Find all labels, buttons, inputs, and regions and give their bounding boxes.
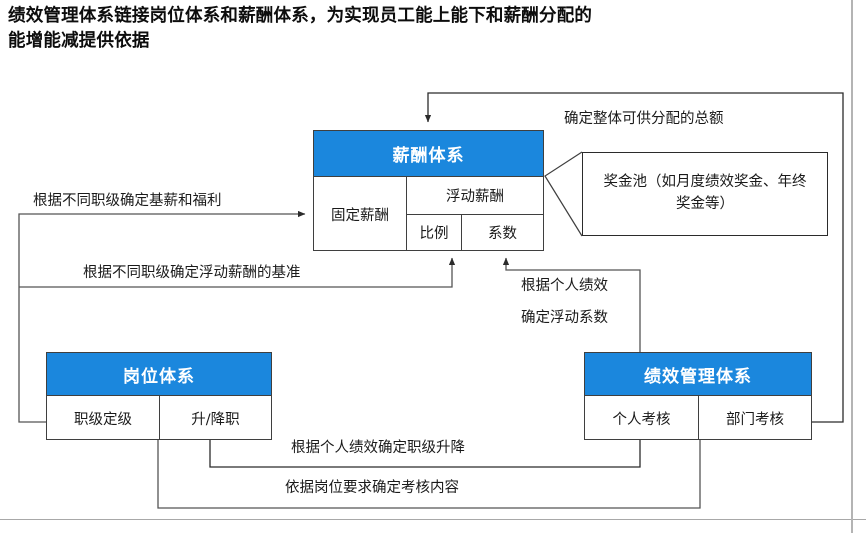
cell-promotion-demotion[interactable]: 升/降职 (159, 396, 271, 440)
label-floating-base: 根据不同职级确定浮动薪酬的基准 (83, 265, 301, 281)
title-line-2: 能增能减提供依据 (8, 31, 150, 52)
position-system-header: 岗位体系 (47, 353, 271, 396)
floating-salary-subrow: 比例 系数 (407, 213, 543, 251)
wire-department-to-salary-total (424, 92, 844, 423)
page-bottom-rule (0, 519, 866, 520)
wire-individual-to-promotion (206, 431, 641, 468)
cell-job-grading[interactable]: 职级定级 (74, 411, 132, 428)
cell-floating-salary[interactable]: 浮动薪酬 (446, 188, 504, 205)
salary-system-node[interactable]: 薪酬体系 固定薪酬 浮动薪酬 比例 系数 (313, 130, 544, 251)
cell-fixed-salary[interactable]: 固定薪酬 (331, 207, 389, 224)
wire-grading-to-department (157, 431, 704, 509)
label-coefficient: 根据个人绩效 确定浮动系数 (521, 275, 608, 340)
performance-system-node[interactable]: 绩效管理体系 个人考核 部门考核 (584, 352, 812, 440)
label-coefficient-line-2: 确定浮动系数 (521, 310, 608, 327)
wire-grading-to-fixed (18, 210, 306, 423)
cell-department-appraisal[interactable]: 部门考核 (698, 396, 811, 440)
title-line-1: 绩效管理体系链接岗位体系和薪酬体系，为实现员工能上能下和薪酬分配的 (8, 6, 593, 26)
callout-leader (544, 151, 583, 237)
cell-individual-appraisal[interactable]: 个人考核 (612, 411, 671, 428)
bonus-pool-callout: 奖金池（如月度绩效奖金、年终奖金等） (582, 152, 828, 236)
salary-system-header: 薪酬体系 (314, 131, 543, 177)
floating-salary-column: 浮动薪酬 比例 系数 (406, 177, 543, 251)
label-rank-change: 根据个人绩效确定职级升降 (291, 440, 465, 456)
page-title: 绩效管理体系链接岗位体系和薪酬体系，为实现员工能上能下和薪酬分配的 能增能减提供… (8, 4, 848, 55)
position-system-node[interactable]: 岗位体系 职级定级 升/降职 (46, 352, 272, 440)
label-coefficient-line-1: 根据个人绩效 (521, 278, 608, 294)
label-total-amount: 确定整体可供分配的总额 (564, 111, 724, 127)
performance-system-body: 个人考核 部门考核 (585, 396, 811, 440)
performance-system-header: 绩效管理体系 (585, 353, 811, 396)
wire-grading-to-ratio (19, 257, 456, 288)
wire-individual-to-coefficient (502, 257, 641, 352)
cell-ratio[interactable]: 比例 (419, 226, 449, 243)
page-right-edge (851, 0, 853, 533)
salary-system-body: 固定薪酬 浮动薪酬 比例 系数 (314, 177, 543, 251)
cell-coefficient[interactable]: 系数 (461, 214, 543, 251)
position-system-body: 职级定级 升/降职 (47, 396, 271, 440)
label-appraisal-content: 依据岗位要求确定考核内容 (285, 480, 459, 496)
label-base-salary: 根据不同职级确定基薪和福利 (33, 193, 222, 209)
